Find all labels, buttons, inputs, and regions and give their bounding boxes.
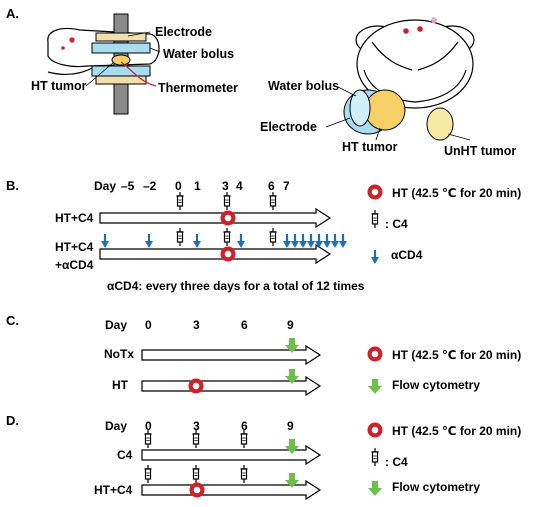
day-b-m2: –2 — [143, 179, 157, 193]
c4-legend-icon — [370, 447, 380, 467]
acd4-arrow-icon — [297, 232, 309, 250]
panel-d-label: D. — [6, 413, 19, 428]
timeline-arrow-d2 — [141, 479, 322, 501]
ht-legend-icon — [367, 346, 383, 362]
row-label-acd4: +αCD4 — [55, 258, 94, 272]
day-b-0: 0 — [175, 179, 182, 193]
acd4-schedule-note: αCD4: every three days for a total of 12… — [107, 279, 365, 293]
ht-ring-icon — [189, 482, 205, 498]
day-c-6: 6 — [241, 318, 248, 332]
acd4-arrow-icon — [321, 232, 333, 250]
flow-legend-text-d: Flow cytometry — [392, 480, 480, 494]
day-label-b: Day — [94, 179, 116, 193]
row-label-ht-c4-d: HT+C4 — [94, 483, 133, 497]
syringe-icon — [268, 227, 278, 247]
syringe-icon — [239, 464, 249, 484]
acd4-arrow-icon — [337, 232, 349, 250]
day-label-d: Day — [105, 419, 127, 433]
row-label-notx: NoTx — [104, 347, 134, 361]
ht-legend-text-b: HT (42.5 ℃ for 20 min) — [392, 186, 521, 200]
syringe-icon — [143, 464, 153, 484]
day-d-9: 9 — [287, 419, 294, 433]
day-c-0: 0 — [145, 318, 152, 332]
day-d-0: 0 — [145, 419, 152, 433]
timeline-arrow-d1 — [141, 444, 322, 466]
ht-ring-icon — [188, 378, 204, 394]
syringe-icon — [268, 191, 278, 211]
day-b-1: 1 — [194, 179, 201, 193]
ht-legend-text-c: HT (42.5 ℃ for 20 min) — [392, 348, 521, 362]
flow-legend-text-c: Flow cytometry — [392, 378, 480, 392]
water-bolus-label: Water bolus — [163, 47, 234, 61]
timeline-arrow-b1 — [99, 207, 332, 229]
ht-legend-text-d: HT (42.5 ℃ for 20 min) — [392, 424, 521, 438]
thermometer-label: Thermometer — [158, 81, 238, 95]
syringe-icon — [175, 227, 185, 247]
panel-a-label: A. — [6, 6, 19, 21]
day-d-3: 3 — [193, 419, 200, 433]
c4-legend-text-d: : C4 — [385, 455, 408, 469]
day-b-6: 6 — [268, 179, 275, 193]
acd4-arrow-icon — [191, 232, 203, 250]
row-label-ht-c4-2: HT+C4 — [55, 240, 94, 254]
acd4-legend-icon — [369, 248, 381, 266]
syringe-icon — [175, 191, 185, 211]
day-label-c: Day — [105, 318, 127, 332]
timeline-arrow-b2 — [99, 243, 332, 265]
acd4-arrow-icon — [329, 232, 341, 250]
c4-legend-icon — [370, 209, 380, 229]
water-bolus-label-front: Water bolus — [268, 79, 339, 93]
electrode-label-front: Electrode — [260, 120, 317, 134]
flow-legend-icon — [368, 379, 382, 394]
row-label-c4: C4 — [117, 448, 133, 462]
c4-legend-text-b: : C4 — [385, 217, 408, 231]
ht-tumor-label-front: HT tumor — [342, 140, 398, 154]
ht-legend-icon — [367, 422, 383, 438]
acd4-arrow-icon — [305, 232, 317, 250]
acd4-legend-text: αCD4 — [391, 248, 423, 262]
panel-c-label: C. — [6, 313, 19, 328]
unht-tumor-label: UnHT tumor — [444, 144, 516, 158]
flow-legend-icon — [368, 481, 382, 496]
ht-legend-icon — [367, 184, 383, 200]
mouse-front-view-illustration — [325, 17, 475, 141]
acd4-arrow-icon — [281, 232, 293, 250]
day-c-3: 3 — [193, 318, 200, 332]
day-b-4: 4 — [236, 179, 243, 193]
day-c-9: 9 — [287, 318, 294, 332]
acd4-arrow-icon — [99, 232, 111, 250]
acd4-arrow-icon — [143, 232, 155, 250]
panel-b-label: B. — [6, 178, 19, 193]
timeline-arrow-c2 — [141, 375, 322, 397]
row-label-ht-c4: HT+C4 — [55, 211, 94, 225]
syringe-icon — [222, 227, 232, 247]
ht-tumor-label: HT tumor — [31, 79, 87, 93]
acd4-arrow-icon — [235, 232, 247, 250]
day-b-3: 3 — [222, 179, 229, 193]
ht-ring-icon — [220, 246, 236, 262]
electrode-label: Electrode — [155, 25, 212, 39]
day-b-7: 7 — [283, 179, 290, 193]
day-b-m5: –5 — [121, 179, 135, 193]
acd4-arrow-icon — [289, 232, 301, 250]
mouse-electrode-setup-illustration — [47, 13, 161, 115]
timeline-arrow-c1 — [141, 344, 322, 366]
ht-ring-icon — [220, 210, 236, 226]
day-d-6: 6 — [241, 419, 248, 433]
row-label-ht: HT — [112, 378, 129, 392]
syringe-icon — [191, 464, 201, 484]
syringe-icon — [222, 191, 232, 211]
